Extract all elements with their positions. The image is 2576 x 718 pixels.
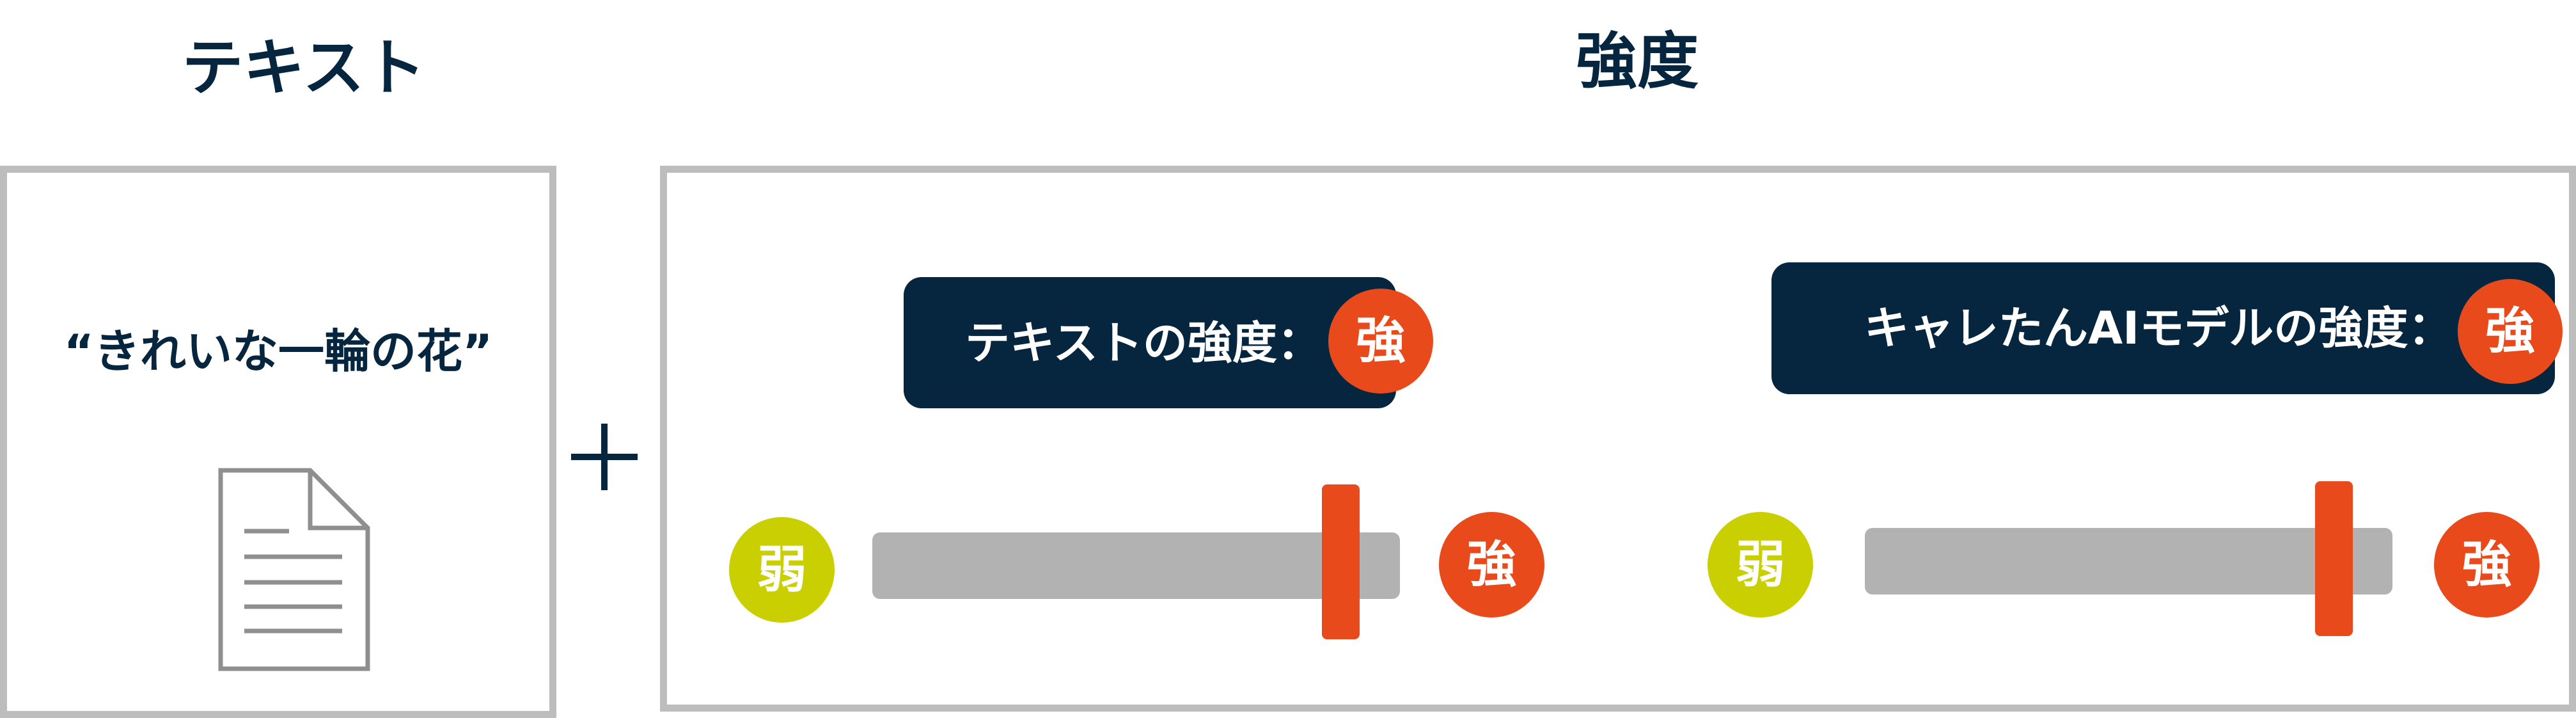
model-strength-slider-handle[interactable]: [2315, 481, 2353, 636]
document-icon: [217, 467, 371, 672]
strength-heading: 強度: [1576, 26, 1699, 97]
text-heading: テキスト: [182, 32, 426, 104]
prompt-text: “きれいな一輪の花”: [63, 324, 493, 378]
plus-icon: [571, 424, 638, 490]
text-strength-label: テキストの強度：: [904, 277, 1396, 408]
strength-panel: [660, 166, 2576, 712]
text-strength-slider-track[interactable]: [872, 532, 1400, 599]
model-strength-min-label: 弱: [1708, 512, 1813, 618]
model-strength-label: キャレたんAIモデルの強度：: [1771, 262, 2555, 394]
model-strength-badge: 強: [2458, 279, 2563, 384]
text-strength-label-text: テキストの強度：: [965, 316, 1322, 369]
text-strength-min-label: 弱: [729, 517, 835, 623]
model-strength-label-text: キャレたんAIモデルの強度：: [1864, 302, 2453, 355]
model-strength-slider-track[interactable]: [1865, 528, 2392, 594]
text-strength-max-label: 強: [1439, 512, 1544, 618]
model-strength-max-label: 強: [2434, 512, 2540, 618]
prompt-panel: “きれいな一輪の花”: [0, 166, 556, 718]
text-strength-badge: 強: [1328, 289, 1433, 394]
text-strength-slider-handle[interactable]: [1322, 484, 1360, 639]
